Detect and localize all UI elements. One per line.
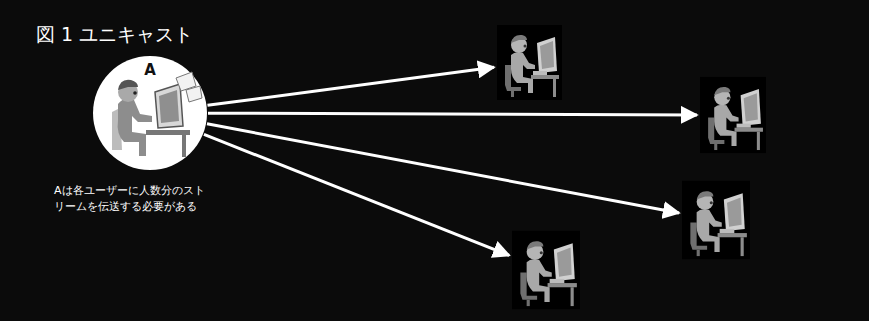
stream-arrow <box>207 67 494 105</box>
figure-title: 図 1 ユニキャスト <box>36 22 193 48</box>
node-label: A <box>144 61 156 79</box>
user-icon <box>512 230 580 310</box>
sender-circle: A <box>93 56 207 170</box>
stream-arrow <box>207 124 679 213</box>
stream-arrow <box>208 113 697 115</box>
sender-illustration <box>112 72 202 157</box>
note-text: Aは各ユーザーに人数分のストリームを伝送する必要がある <box>54 183 214 215</box>
stream-arrow <box>204 134 509 255</box>
user-icon <box>700 75 766 155</box>
user-icon <box>497 25 562 100</box>
user-icon <box>682 180 750 260</box>
